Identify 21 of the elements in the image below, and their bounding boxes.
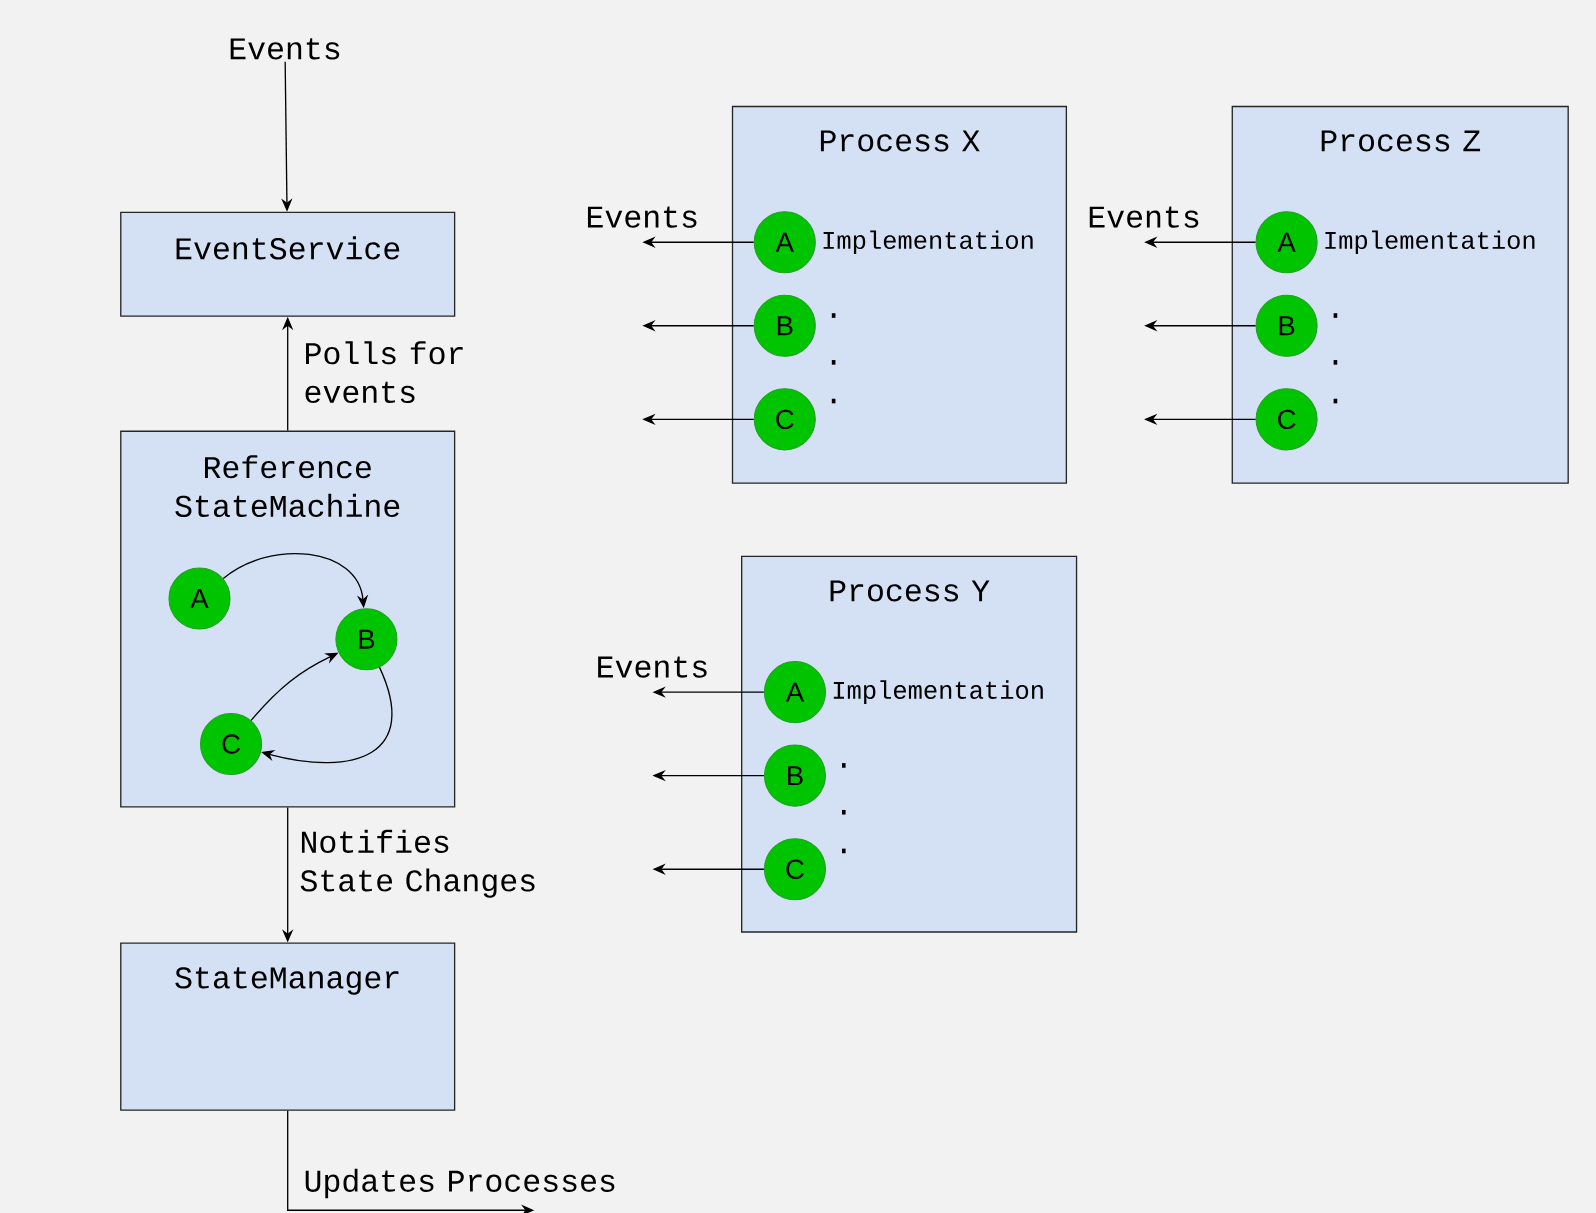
ellipsis-dot: . <box>831 398 836 404</box>
implementation-label: Implementation <box>823 230 1033 254</box>
edge-label: Notifies State Changes <box>300 829 535 898</box>
input-label: Events <box>230 38 340 60</box>
process-box: StateManager <box>120 942 456 1111</box>
edge-label: Events <box>598 656 707 678</box>
edge-label: Events <box>1089 206 1199 228</box>
ellipsis-dot: . <box>1333 313 1338 318</box>
edge-label: Events <box>587 206 697 228</box>
edge-label: Polls for events <box>305 341 463 403</box>
implementation-label: Implementation <box>833 680 1043 704</box>
ellipsis-dot: . <box>831 313 836 318</box>
process-box: EventService <box>120 211 456 317</box>
ellipsis-dot: . <box>842 763 846 768</box>
ellipsis-dot: . <box>1333 359 1338 365</box>
ellipsis-dot: . <box>1333 398 1338 404</box>
ellipsis-dot: . <box>831 359 836 365</box>
edge-label: Updates Processes <box>305 1168 615 1198</box>
ellipsis-dot: . <box>842 848 846 854</box>
implementation-label: Implementation <box>1325 230 1535 254</box>
ellipsis-dot: . <box>842 809 846 815</box>
